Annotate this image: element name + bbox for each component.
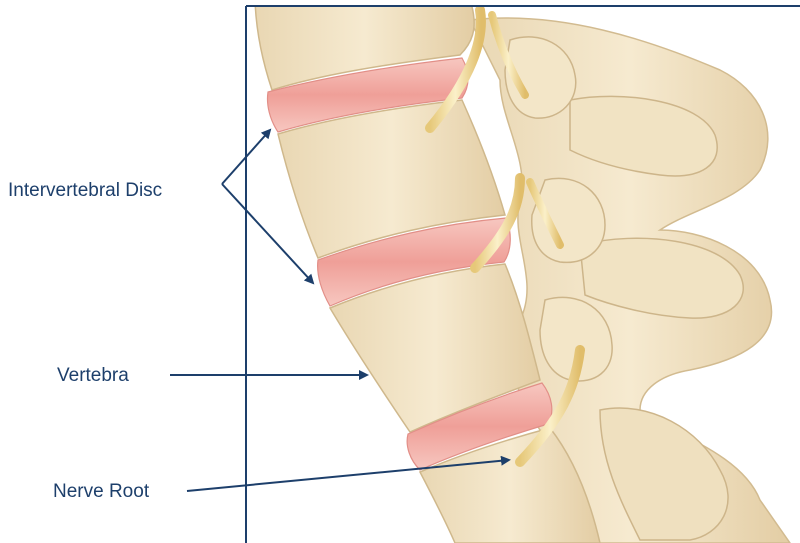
nerve-root-label: Nerve Root — [53, 482, 149, 501]
intervertebral-disc-label: Intervertebral Disc — [8, 181, 162, 200]
vertebra-label: Vertebra — [57, 366, 129, 385]
